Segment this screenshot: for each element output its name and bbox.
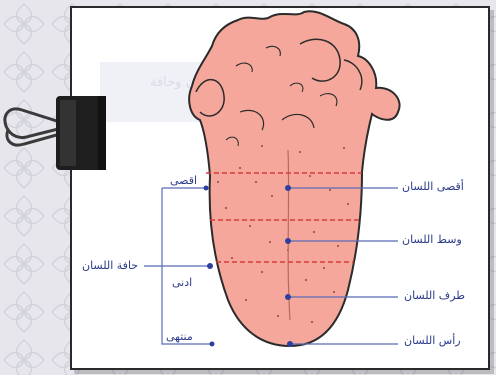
dot-middle	[285, 238, 291, 244]
label-edge-near: ادنى	[172, 276, 192, 289]
label-edge-end: منتهى	[166, 330, 193, 343]
dot-tip	[287, 341, 293, 347]
label-tongue-tip: رأس اللسان	[404, 334, 461, 347]
binder-clip-icon	[0, 88, 130, 178]
dot-edge-near	[207, 263, 213, 269]
tongue-body	[189, 11, 399, 346]
dot-back	[285, 185, 291, 191]
label-tongue-back: أقصى اللسان	[402, 180, 464, 193]
label-edge: حافة اللسان	[82, 259, 138, 272]
label-edge-far: اقصى	[170, 174, 197, 187]
label-tongue-front: طرف اللسان	[404, 289, 465, 302]
dot-edge-end	[210, 342, 215, 347]
dot-front	[285, 294, 291, 300]
dot-edge-far	[204, 186, 209, 191]
label-tongue-middle: وسط اللسان	[402, 233, 462, 246]
